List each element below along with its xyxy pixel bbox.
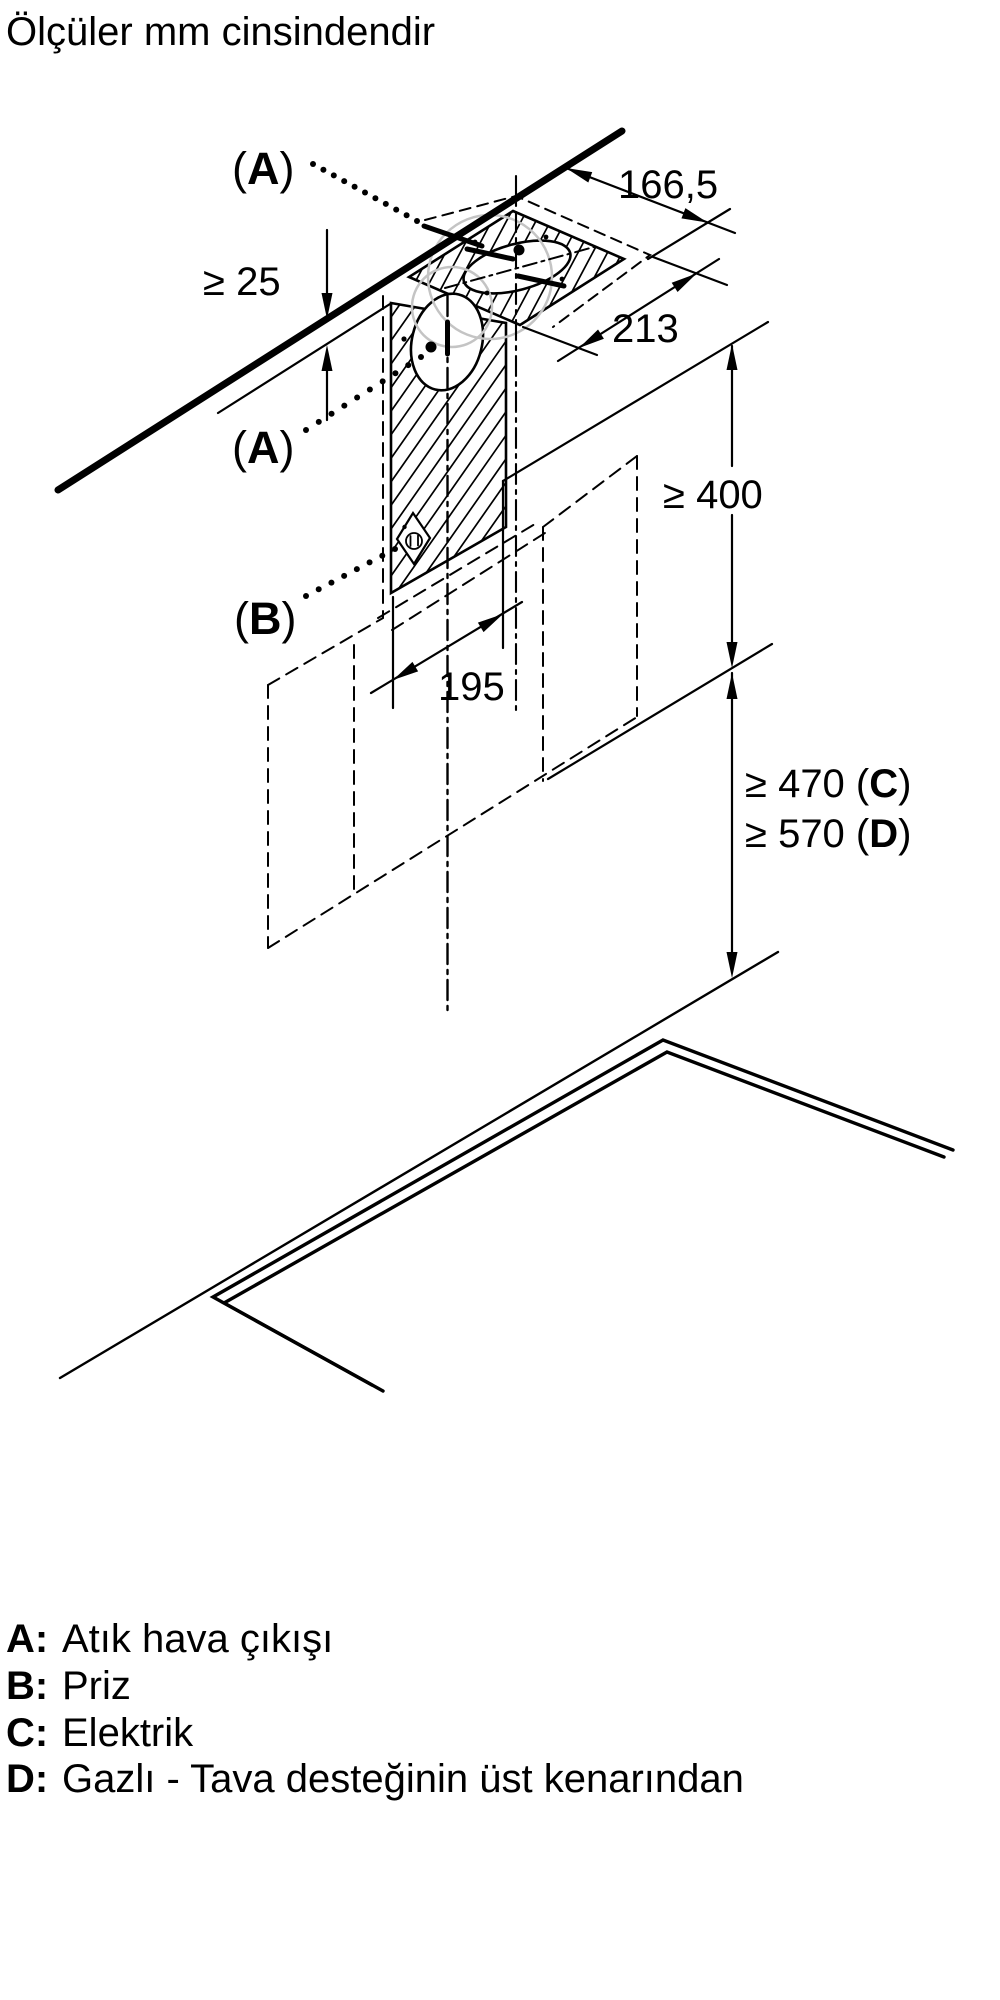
hob-outline-inner — [220, 1050, 946, 1387]
dim-label-166: 166,5 — [618, 163, 718, 207]
legend: A:Atık hava çıkışı B:Priz C:Elektrik D:G… — [6, 1617, 744, 1801]
ghost-duct-circle-small — [410, 265, 494, 349]
hood-top-edge-line — [216, 302, 392, 415]
dim-label-470: ≥ 470 (C) — [745, 762, 911, 806]
dim-label-213: 213 — [612, 307, 679, 351]
ceiling-hole-marks — [444, 234, 595, 296]
callout-b: (B) — [234, 593, 297, 644]
page-title: Ölçüler mm cinsindendir — [6, 10, 435, 54]
callout-a1: (A) — [232, 143, 295, 194]
legend-item-d: D:Gazlı - Tava desteğinin üst kenarından — [6, 1757, 744, 1801]
socket-icon — [395, 510, 432, 567]
ceiling-line — [54, 127, 626, 494]
callout-a1-terminal — [421, 223, 485, 249]
legend-item-b: B:Priz — [6, 1664, 131, 1708]
ext-213-near — [521, 325, 599, 357]
ext-166-far — [646, 207, 732, 261]
dim-label-25: ≥ 25 — [203, 260, 281, 304]
hob-surface-line — [58, 950, 780, 1380]
callout-a2: (A) — [232, 422, 295, 473]
hood-bottom-extension-line — [546, 642, 774, 781]
dimension-arrows — [321, 168, 738, 978]
hood-dashed-outline — [267, 295, 638, 949]
hood-top-extension-line — [501, 320, 770, 483]
dim-label-195: 195 — [438, 665, 505, 709]
ceiling-cutout-dashed-outline — [424, 194, 652, 328]
legend-item-c: C:Elektrik — [6, 1711, 194, 1755]
legend-item-a: A:Atık hava çıkışı — [6, 1617, 333, 1661]
ext-213-far — [651, 255, 729, 287]
dim-label-400: ≥ 400 — [663, 473, 763, 517]
callout-leader-dots — [303, 161, 424, 599]
dim-label-570: ≥ 570 (D) — [745, 812, 911, 856]
wall-hole-marks — [401, 319, 450, 357]
